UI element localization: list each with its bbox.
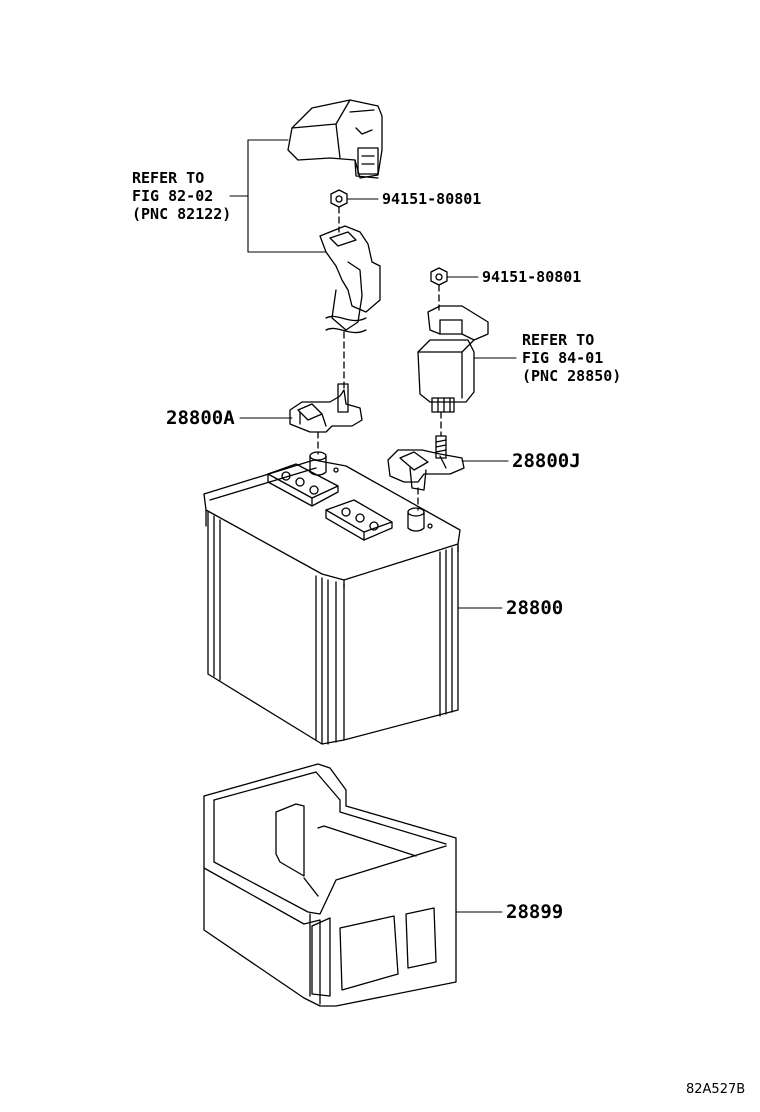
part-label-nut-lower: 94151-80801 [482,268,582,286]
ref-82-02-line2: FIG 82-02 [132,187,214,205]
part-label-28899: 28899 [506,901,564,923]
assembly-dash-lines [317,206,442,511]
ref-82-02-line3: (PNC 82122) [132,205,232,223]
battery-sensor [417,305,489,413]
upper-nut [330,189,348,208]
part-label-28800j: 28800J [512,450,581,472]
battery-shape [203,451,461,745]
terminal-28800a-shape [289,383,363,433]
upper-cable-connector [287,99,383,179]
part-label-28800: 28800 [506,597,564,619]
part-label-28800a: 28800A [166,407,235,429]
battery-tray-shape [203,763,457,1007]
part-label-nut-upper: 94151-80801 [382,190,482,208]
ref-84-01-line1: REFER TO [522,331,595,349]
upper-cable-terminal [319,225,381,334]
ref-82-02-line1: REFER TO [132,169,205,187]
lower-nut [430,267,448,286]
ref-84-01-line2: FIG 84-01 [522,349,604,367]
ref-84-01-line3: (PNC 28850) [522,367,622,385]
terminal-28800j-shape [387,449,465,491]
diagram-code: 82A527B [686,1082,746,1097]
leader-lines [229,139,517,913]
